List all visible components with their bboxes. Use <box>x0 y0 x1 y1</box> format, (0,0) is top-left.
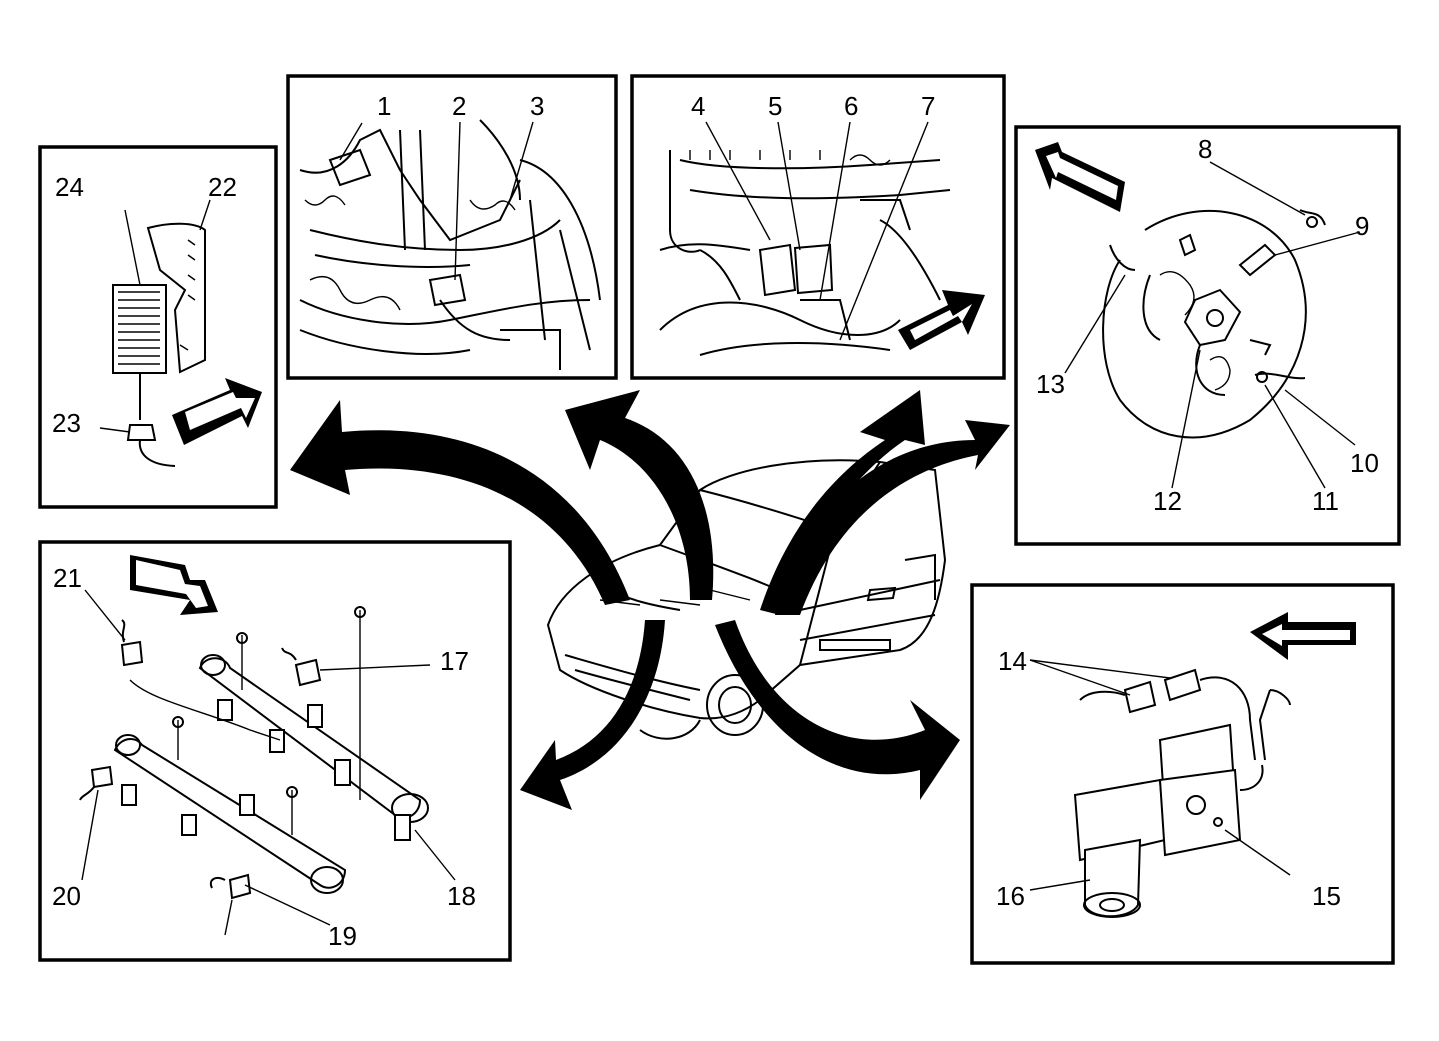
panel-8-13 <box>1014 125 1401 546</box>
callout-20: 20 <box>52 881 81 911</box>
panel-1-3 <box>286 74 618 380</box>
callout-10: 10 <box>1350 448 1379 478</box>
callout-12: 12 <box>1153 486 1182 516</box>
callout-11: 11 <box>1312 486 1339 516</box>
panel-17-21 <box>38 540 512 962</box>
callout-17: 17 <box>440 646 469 676</box>
callout-18: 18 <box>447 881 476 911</box>
panel-4-7 <box>630 74 1006 380</box>
panel-14-16 <box>970 583 1395 965</box>
callout-8: 8 <box>1198 134 1212 164</box>
callout-24: 24 <box>55 172 84 202</box>
center-vehicle <box>546 459 947 740</box>
callout-21: 21 <box>53 563 82 593</box>
callout-1: 1 <box>377 91 391 121</box>
callout-16: 16 <box>996 881 1025 911</box>
callout-7: 7 <box>921 91 935 121</box>
callout-22: 22 <box>208 172 237 202</box>
callout-3: 3 <box>530 91 544 121</box>
callout-19: 19 <box>328 921 357 951</box>
callout-5: 5 <box>768 91 782 121</box>
callout-6: 6 <box>844 91 858 121</box>
callout-9: 9 <box>1355 211 1369 241</box>
callout-4: 4 <box>691 91 705 121</box>
callout-15: 15 <box>1312 881 1341 911</box>
pointer-arrows <box>290 390 1010 810</box>
callout-13: 13 <box>1036 369 1065 399</box>
callout-2: 2 <box>452 91 466 121</box>
callout-23: 23 <box>52 408 81 438</box>
callout-14: 14 <box>998 646 1027 676</box>
panel-22-24 <box>38 145 278 509</box>
